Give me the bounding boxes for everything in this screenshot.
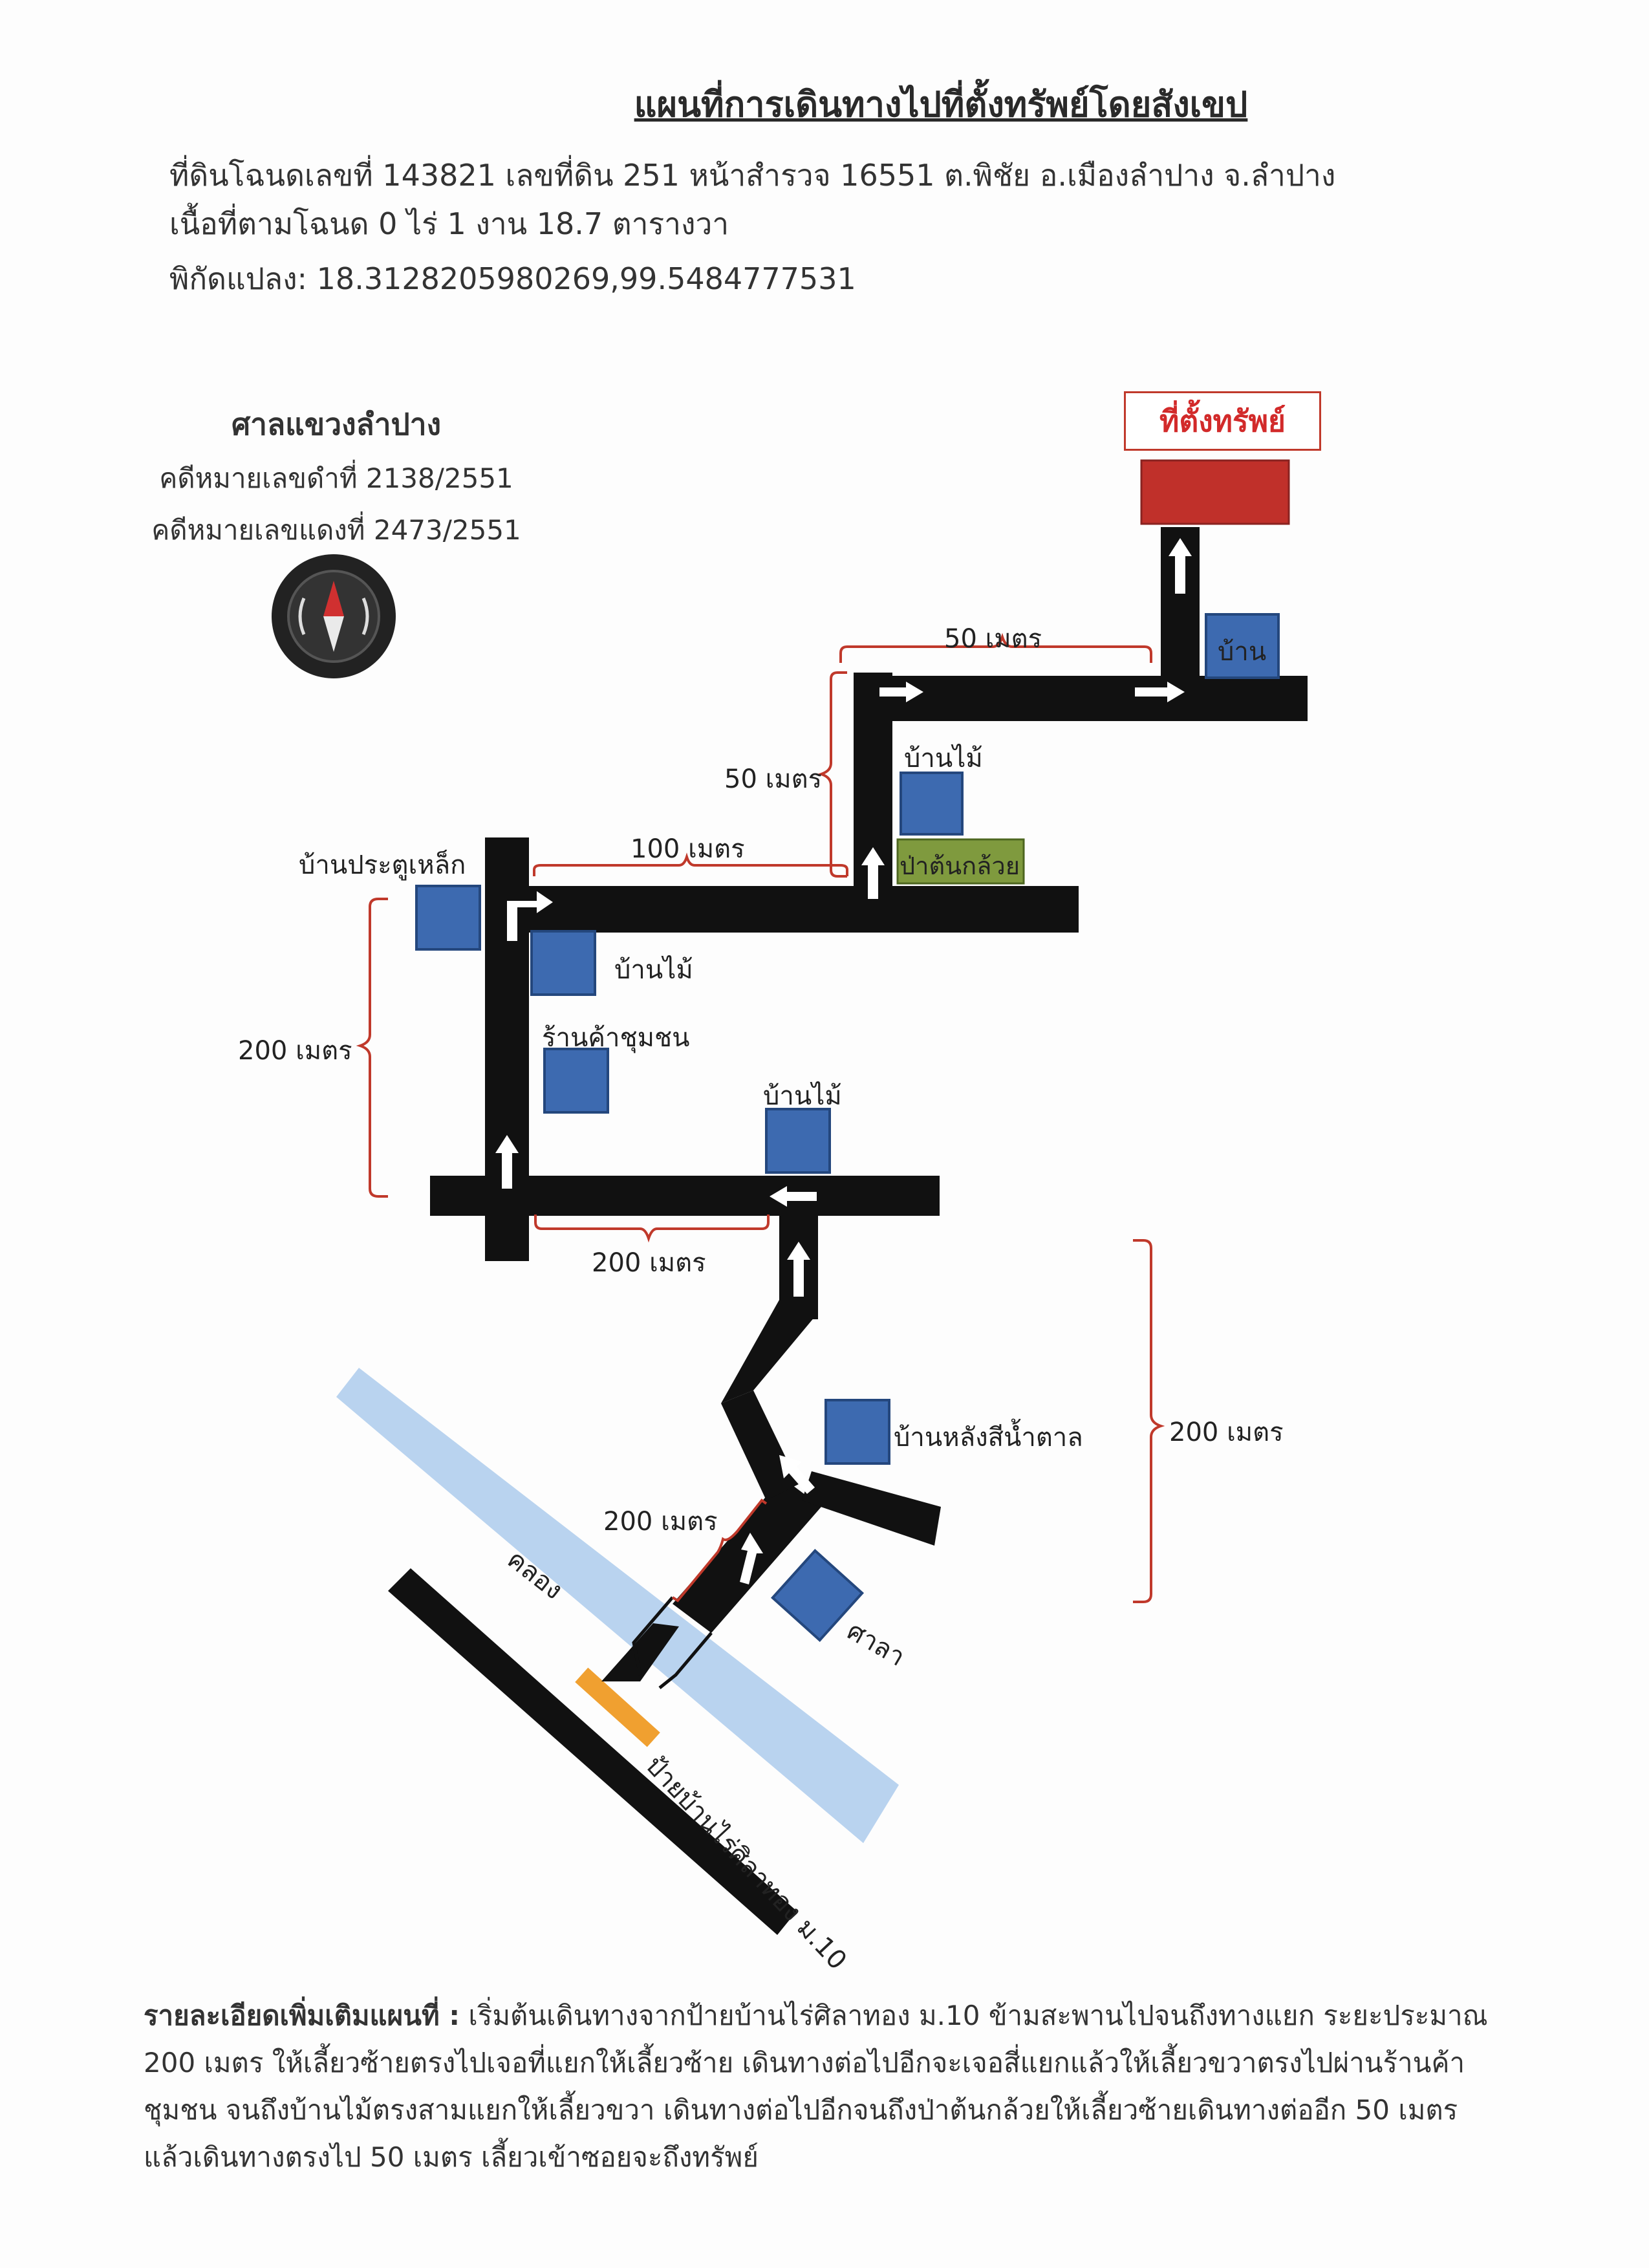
label-wood-house-top: บ้านไม้ (904, 744, 983, 773)
house-icon-wood-top (900, 772, 964, 836)
road-zigzag-2 (721, 1300, 818, 1403)
label-house: บ้าน (1218, 637, 1267, 667)
compass-icon (272, 554, 396, 678)
destination-block (1140, 459, 1290, 525)
bridge-rail-right (658, 1632, 713, 1689)
road-horizontal-top (854, 676, 1308, 721)
bridge-road (601, 1623, 679, 1681)
banana-block (896, 838, 1025, 885)
label-shop: ร้านค้าชุมชน (542, 1023, 690, 1053)
black-case-number: คดีหมายเลขดำที่ 2138/2551 (159, 462, 513, 494)
bracket-100 (533, 852, 848, 876)
distance-200-bottom: 200 เมตร (592, 1248, 706, 1278)
distance-100: 100 เมตร (630, 834, 745, 864)
property-line-coordinates: พิกัดแปลง: 18.3128205980269,99.548477753… (169, 261, 856, 296)
bracket-200-bottom (534, 1215, 770, 1243)
house-icon-sala (770, 1548, 865, 1643)
label-brown-house: บ้านหลังสีน้ำตาล (894, 1423, 1083, 1453)
distance-200-right: 200 เมตร (1169, 1418, 1284, 1447)
arrow-right-icon (879, 682, 923, 702)
destination-label: ที่ตั้งทรัพย์ (1124, 391, 1321, 451)
arrow-left-icon (770, 1186, 817, 1207)
label-iron-gate: บ้านประตูเหล็ก (299, 850, 466, 880)
road-right-branch (802, 1471, 941, 1546)
red-case-number: คดีหมายเลขแดงที่ 2473/2551 (151, 514, 521, 546)
house-icon-wood-low (765, 1108, 831, 1174)
road-zigzag-1 (721, 1390, 799, 1500)
arrow-up-icon (495, 1135, 519, 1189)
distance-200-left: 200 เมตร (238, 1036, 352, 1066)
distance-200-diag: 200 เมตร (603, 1507, 718, 1537)
label-wood-house-mid: บ้านไม้ (614, 955, 693, 985)
bracket-200-right (1133, 1239, 1165, 1603)
description-text: เริ่มต้นเดินทางจากป้ายบ้านไร่ศิลาทอง ม.1… (144, 2000, 1488, 2173)
bracket-50-top (839, 632, 1152, 663)
road-horizontal-mid (511, 886, 1079, 933)
page-title: แผนที่การเดินทางไปที่ตั้งทรัพย์โดยสังเขป (634, 84, 1248, 125)
court-name: ศาลแขวงลำปาง (231, 407, 442, 442)
house-icon-brown (824, 1399, 890, 1465)
direction-arrows (495, 538, 1192, 1584)
description-label: รายละเอียดเพิ่มเติมแผนที่ : (144, 2000, 460, 2031)
house-icon-ban (1205, 613, 1280, 679)
house-icon-wood-mid (530, 930, 596, 996)
bracket-200-diag (671, 1498, 768, 1603)
arrow-up-icon (779, 1455, 815, 1494)
bracket-200-left (356, 898, 388, 1198)
bridge-rail-left (632, 1596, 674, 1676)
arrow-right-icon (1135, 682, 1185, 702)
label-wood-house-low: บ้านไม้ (763, 1081, 842, 1111)
house-icon-iron-gate (415, 885, 481, 951)
label-banana: ป่าต้นกล้วย (900, 852, 1020, 880)
arrow-up-icon (740, 1533, 763, 1584)
distance-50-top: 50 เมตร (944, 624, 1042, 654)
house-icon-shop (543, 1048, 609, 1114)
canal-shape (336, 1368, 899, 1843)
sign-marker (575, 1667, 660, 1747)
arrow-up-icon (787, 1242, 810, 1297)
arrow-up-icon (1169, 538, 1192, 594)
arrow-right-icon (507, 891, 553, 941)
court-info: ศาลแขวงลำปาง คดีหมายเลขดำที่ 2138/2551 ค… (110, 401, 563, 552)
bracket-50-side (817, 671, 847, 878)
property-line-deed: ที่ดินโฉนดเลขที่ 143821 เลขที่ดิน 251 หน… (169, 158, 1336, 193)
arrow-up-icon (861, 847, 885, 899)
map-description: รายละเอียดเพิ่มเติมแผนที่ : เริ่มต้นเดิน… (144, 1992, 1489, 2181)
property-line-area: เนื้อที่ตามโฉนด 0 ไร่ 1 งาน 18.7 ตารางวา (169, 206, 729, 241)
main-road (388, 1568, 797, 1935)
distance-50-side: 50 เมตร (724, 764, 823, 794)
